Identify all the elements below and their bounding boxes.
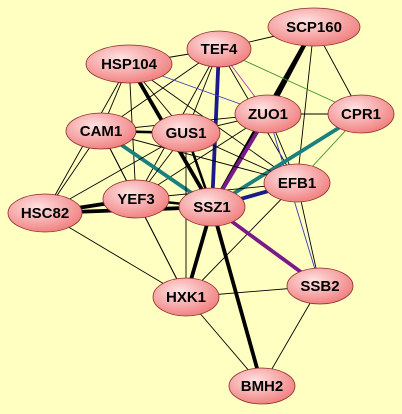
node-ellipse[interactable] (263, 163, 331, 203)
node-cam1[interactable]: CAM1 (65, 112, 137, 150)
node-gus1[interactable]: GUS1 (151, 113, 221, 153)
node-zuo1[interactable]: ZUO1 (234, 94, 302, 134)
node-ellipse[interactable] (286, 267, 354, 305)
node-scp160[interactable]: SCP160 (267, 7, 361, 47)
node-label: GUS1 (166, 125, 207, 142)
node-ssb2[interactable]: SSB2 (286, 267, 354, 305)
edge-cam1-efb1 (100, 130, 298, 184)
node-label: ZUO1 (248, 106, 288, 123)
node-label: HXK1 (166, 289, 206, 306)
edge-ssz1-bmh2 (210, 205, 264, 388)
node-yef3[interactable]: YEF3 (102, 179, 170, 219)
node-hsc82[interactable]: HSC82 (7, 193, 83, 233)
node-ellipse[interactable] (186, 30, 252, 68)
node-label: SSZ1 (193, 199, 231, 216)
node-ellipse[interactable] (102, 179, 170, 219)
node-efb1[interactable]: EFB1 (263, 163, 331, 203)
node-label: HSP104 (101, 56, 158, 73)
node-ellipse[interactable] (267, 7, 361, 47)
node-bmh2[interactable]: BMH2 (228, 367, 296, 405)
node-ellipse[interactable] (65, 112, 137, 150)
node-ellipse[interactable] (152, 277, 220, 317)
edge-scp160-efb1 (296, 26, 315, 184)
node-label: CAM1 (80, 123, 123, 140)
node-ellipse[interactable] (327, 94, 395, 134)
edge-cpr1-ssz1 (210, 112, 363, 209)
node-ellipse[interactable] (228, 367, 296, 405)
node-cpr1[interactable]: CPR1 (327, 94, 395, 134)
node-ellipse[interactable] (178, 187, 246, 227)
node-label: CPR1 (341, 106, 381, 123)
node-label: BMH2 (241, 378, 284, 395)
node-label: YEF3 (117, 191, 155, 208)
node-label: HSC82 (21, 205, 69, 222)
node-ssz1[interactable]: SSZ1 (178, 187, 246, 227)
node-tef4[interactable]: TEF4 (186, 30, 252, 68)
node-ellipse[interactable] (234, 94, 302, 134)
node-label: TEF4 (201, 41, 238, 58)
node-ellipse[interactable] (151, 113, 221, 153)
node-label: SSB2 (300, 278, 339, 295)
node-ellipse[interactable] (85, 44, 173, 84)
node-hsp104[interactable]: HSP104 (85, 44, 173, 84)
node-label: EFB1 (278, 175, 316, 192)
edge-efb1-hxk1 (185, 182, 298, 298)
node-ellipse[interactable] (7, 193, 83, 233)
node-label: SCP160 (286, 19, 342, 36)
node-hxk1[interactable]: HXK1 (152, 277, 220, 317)
